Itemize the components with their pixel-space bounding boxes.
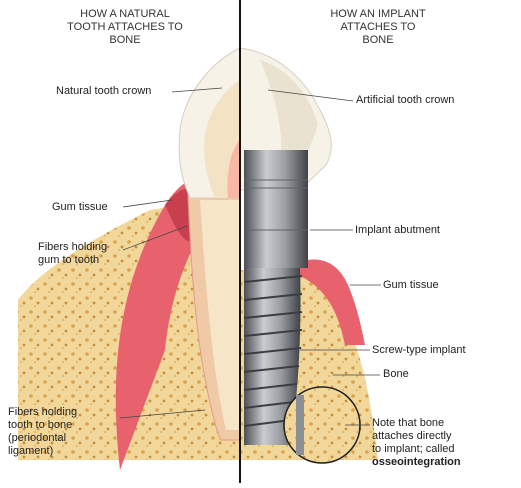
heading-natural-line1: HOW A NATURAL (45, 8, 205, 21)
heading-natural: HOW A NATURAL TOOTH ATTACHES TO BONE (45, 8, 205, 47)
label-fibers-gum: Fibers holding gum to tooth (38, 241, 107, 267)
implant-abutment (244, 150, 308, 268)
heading-implant-line1: HOW AN IMPLANT (298, 8, 458, 21)
label-fibers-bone-line1: Fibers holding (8, 406, 77, 419)
label-bone: Bone (383, 368, 409, 381)
label-gum-tissue-left: Gum tissue (52, 201, 108, 214)
label-fibers-bone-line3: (periodontal (8, 432, 77, 445)
label-osseointegration-note: Note that bone attaches directly to impl… (372, 417, 461, 469)
label-screw-implant: Screw-type implant (372, 344, 466, 357)
label-note-line1: Note that bone (372, 417, 461, 430)
label-gum-tissue-right: Gum tissue (383, 279, 439, 292)
label-osseointegration: osseointegration (372, 456, 461, 469)
label-implant-abutment: Implant abutment (355, 224, 440, 237)
heading-natural-line3: BONE (45, 34, 205, 47)
label-artificial-crown: Artificial tooth crown (356, 94, 454, 107)
label-fibers-gum-line2: gum to tooth (38, 254, 107, 267)
label-note-line2: attaches directly (372, 430, 461, 443)
label-periodontal-ligament: Fibers holding tooth to bone (periodonta… (8, 406, 77, 458)
heading-implant-line2: ATTACHES TO (298, 21, 458, 34)
label-note-line3: to implant; called (372, 443, 461, 456)
heading-implant: HOW AN IMPLANT ATTACHES TO BONE (298, 8, 458, 47)
heading-natural-line2: TOOTH ATTACHES TO (45, 21, 205, 34)
label-fibers-bone-line2: tooth to bone (8, 419, 77, 432)
label-fibers-gum-line1: Fibers holding (38, 241, 107, 254)
heading-implant-line3: BONE (298, 34, 458, 47)
label-fibers-bone-line4: ligament) (8, 445, 77, 458)
label-natural-crown: Natural tooth crown (56, 85, 151, 98)
